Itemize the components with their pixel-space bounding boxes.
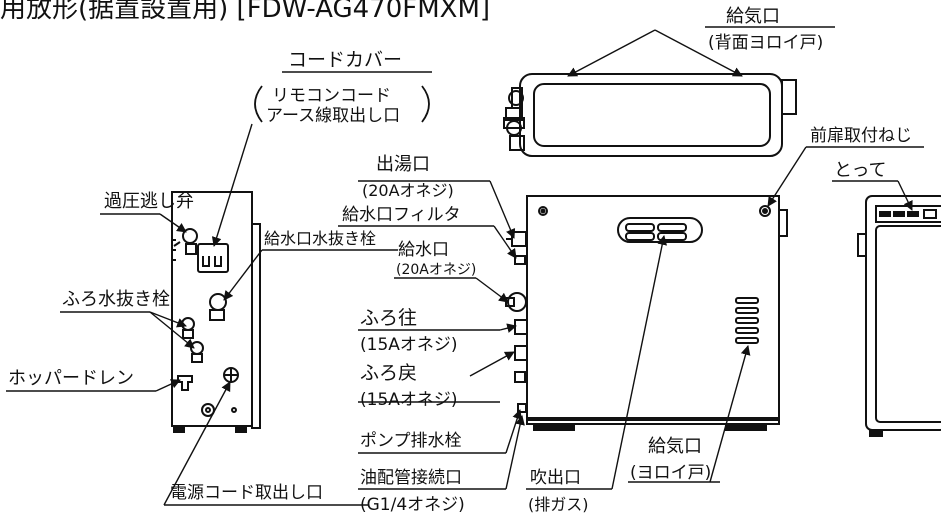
top-view-unit bbox=[503, 73, 797, 157]
left-side-view bbox=[171, 191, 261, 433]
label-kaatsu: 過圧逃し弁 bbox=[104, 191, 194, 212]
label-dengen: 電源コード取出し口 bbox=[170, 483, 323, 503]
labels: 給気口 (背面ヨロイ戸) コードカバー リモコンコード アース線取出し口 前扉取… bbox=[8, 6, 912, 515]
label-hopper: ホッパードレン bbox=[8, 368, 134, 389]
label-deyu-sub: (20Aオネジ) bbox=[362, 181, 454, 200]
label-cord-cover: コードカバー bbox=[288, 49, 402, 71]
label-kyuki-side-sub: (ヨロイ戸) bbox=[630, 463, 711, 483]
label-deyu: 出湯口 bbox=[376, 154, 430, 175]
label-kyusui-mizunuki: 給水口水抜き栓 bbox=[264, 229, 376, 248]
right-side-view bbox=[857, 195, 941, 437]
label-fukidashi: 吹出口 bbox=[530, 468, 581, 488]
label-kyusui-sub: (20Aオネジ) bbox=[396, 262, 476, 278]
remocon-brackets bbox=[254, 85, 430, 123]
label-yuhai: 油配管接続口 bbox=[360, 468, 462, 488]
label-furo-modori: ふろ戻 bbox=[360, 362, 417, 384]
label-kyusui: 給水口 bbox=[398, 240, 449, 260]
label-front-door-screw: 前扉取付ねじ bbox=[810, 126, 912, 146]
label-remocon-1: リモコンコード bbox=[272, 86, 391, 106]
label-furo-mizunuki: ふろ水抜き栓 bbox=[62, 289, 170, 310]
label-kyusui-filter: 給水口フィルタ bbox=[342, 205, 461, 225]
label-fukidashi-sub: (排ガス) bbox=[528, 495, 589, 514]
label-furo-yuki: ふろ往 bbox=[360, 307, 417, 329]
label-kyuki-top: 給気口 bbox=[726, 6, 780, 27]
label-yuhai-sub: (G1/4オネジ) bbox=[360, 495, 465, 515]
leader-lines bbox=[6, 26, 924, 506]
front-view-unit bbox=[505, 195, 788, 431]
label-kyuki-side: 給気口 bbox=[648, 436, 702, 457]
label-remocon-2: アース線取出し口 bbox=[266, 106, 400, 126]
label-furo-modori-sub: (15Aオネジ) bbox=[360, 390, 458, 410]
label-kyuki-top-sub: (背面ヨロイ戸) bbox=[708, 33, 823, 53]
label-pump: ポンプ排水栓 bbox=[360, 431, 462, 451]
label-furo-yuki-sub: (15Aオネジ) bbox=[360, 335, 458, 355]
diagram-title: 用放形(据置設置用) [FDW-AG470FMXM] bbox=[0, 0, 490, 24]
label-totte: とって bbox=[834, 160, 887, 181]
